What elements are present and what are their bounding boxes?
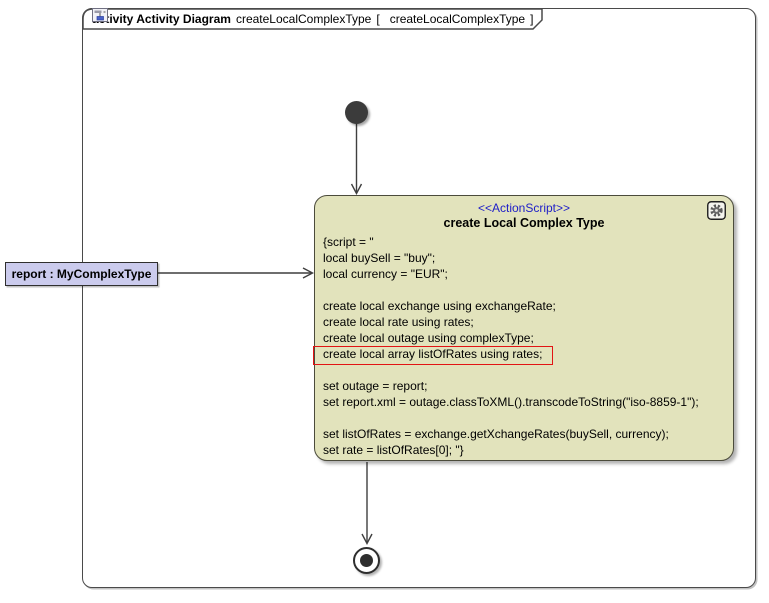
frame-bracket-open: [ <box>376 11 380 26</box>
object-node-label-text: report : MyComplexType <box>11 267 152 281</box>
frame-header: activity Activity Diagram createLocalCom… <box>92 8 533 29</box>
object-node-label[interactable]: report : MyComplexType <box>5 262 158 286</box>
frame-kind-label: activity Activity Diagram <box>92 11 231 26</box>
final-node[interactable] <box>353 547 380 574</box>
frame-diagram-name: createLocalComplexType <box>235 11 372 26</box>
action-script-text: {script = " local buySell = "buy"; local… <box>323 235 699 457</box>
stereotype-label: <<ActionScript>> <box>477 201 571 215</box>
highlight-box <box>313 346 553 365</box>
gear-icon <box>707 201 726 220</box>
initial-node[interactable] <box>345 101 368 124</box>
action-node[interactable]: <<ActionScript>> create Local Complex Ty… <box>314 195 734 461</box>
frame-tab-shape <box>82 8 543 30</box>
frame-header-tab: activity Activity Diagram createLocalCom… <box>82 8 544 30</box>
frame-bracket-close: ] <box>530 11 534 26</box>
final-node-dot <box>360 554 373 567</box>
frame-diagram-ref: createLocalComplexType <box>389 11 526 26</box>
action-name: create Local Complex Type <box>443 216 605 230</box>
